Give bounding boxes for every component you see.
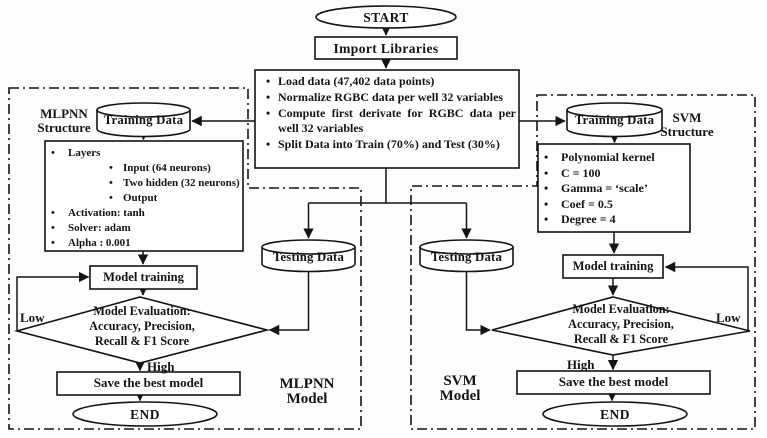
mlpnn-evaluation-label: Model Evaluation: Accuracy, Precision, R…: [89, 304, 195, 348]
svm-end-label: END: [600, 407, 630, 422]
mlpnn-structure-region-label: MLPNN Structure: [37, 106, 91, 135]
list-item: • Layers: [51, 147, 101, 159]
mlpnn-structure-box-shape: [44, 140, 244, 252]
list-item: • Split Data into Train (70%) and Test (…: [266, 137, 500, 152]
mlpnn-testing-data-cylinder: [261, 239, 356, 273]
bullet-icon: •: [544, 165, 549, 180]
list-item: • Normalize RGBC data per well 32 variab…: [266, 89, 504, 104]
bullet-icon: •: [51, 222, 55, 234]
list-item: • Polynomial kernel: [544, 150, 655, 164]
mlpnn-end-node-shape: [72, 401, 218, 427]
svm-structure-region-label: SVM Structure: [660, 110, 714, 139]
svm-structure-list: • Polynomial kernel • C = 100 • Gamma = …: [544, 150, 688, 228]
svm-evaluation-diamond: [491, 296, 751, 356]
bullet-icon: •: [51, 207, 55, 219]
bullet-icon: •: [109, 192, 113, 204]
mlpnn-save-model-label: Save the best model: [93, 375, 204, 390]
svm-training-data-label: Training Data: [574, 113, 655, 127]
svm-model-training-shape: [562, 254, 664, 279]
list-item: • Load data (47,402 data points): [266, 74, 435, 88]
mlpnn-model-training-shape: [89, 265, 198, 290]
list-item: • Activation: tanh: [51, 207, 145, 219]
bullet-icon: •: [544, 212, 549, 227]
list-item: • Degree = 4: [544, 212, 616, 227]
mlpnn-high-label: High: [147, 359, 175, 374]
svm-save-model-shape: [516, 370, 711, 395]
preprocess-node-shape: [254, 69, 520, 169]
mlpnn-evaluation-diamond: [13, 296, 271, 364]
svm-high-label: High: [567, 357, 595, 372]
preprocess-steps-list: • Load data (47,402 data points) • Norma…: [266, 74, 516, 153]
bullet-icon: •: [51, 237, 55, 249]
start-node-shape: [315, 5, 457, 29]
bullet-icon: •: [544, 150, 549, 164]
svm-region-border: [410, 94, 756, 430]
mlpnn-model-training-label: Model training: [103, 270, 184, 284]
list-item: • Alpha : 0.001: [51, 237, 131, 249]
mlpnn-low-label: Low: [20, 310, 45, 325]
mlpnn-save-model-shape: [56, 371, 241, 396]
svm-training-data-cylinder: [566, 102, 663, 138]
svm-structure-box-shape: [537, 143, 691, 233]
bullet-icon: •: [109, 162, 113, 174]
svm-model-training-label: Model training: [572, 259, 654, 273]
svm-low-label: Low: [716, 310, 741, 325]
mlpnn-model-caption: MLPNN Model: [279, 376, 335, 407]
svm-model-caption: SVM Model: [439, 373, 481, 404]
svm-testing-data-cylinder: [419, 239, 514, 273]
mlpnn-structure-list: • Layers • Input (64 neurons) • Two hidd…: [51, 146, 241, 251]
mlpnn-region-border: [8, 87, 362, 430]
svm-save-model-label: Save the best model: [558, 374, 669, 389]
import-libraries-node-shape: [314, 36, 458, 60]
connectors: [16, 25, 749, 402]
list-item: • Two hidden (32 neurons): [109, 177, 240, 189]
bullet-icon: •: [544, 181, 549, 196]
mlpnn-testing-data-label: Testing Data: [272, 250, 345, 264]
svm-end-node-shape: [542, 401, 688, 427]
bullet-icon: •: [109, 177, 113, 189]
list-item: • Coef = 0.5: [544, 196, 613, 211]
list-item: • Output: [109, 192, 158, 204]
bullet-icon: •: [51, 147, 55, 159]
bullet-icon: •: [266, 105, 271, 120]
bullet-icon: •: [266, 74, 271, 88]
list-item: • Input (64 neurons): [109, 162, 211, 174]
svm-evaluation-label: Model Evaluation: Accuracy, Precision, R…: [568, 302, 674, 346]
svm-testing-data-label: Testing Data: [430, 250, 503, 264]
list-item: • C = 100: [544, 165, 601, 180]
mlpnn-end-label: END: [130, 407, 160, 422]
bullet-icon: •: [544, 196, 549, 211]
bullet-icon: •: [266, 89, 271, 104]
mlpnn-training-data-label: Training Data: [103, 113, 184, 127]
start-label: START: [363, 10, 409, 25]
list-item: • Gamma = ‘scale’: [544, 181, 648, 196]
list-item: • Compute first derivate for RGBC data p…: [266, 105, 516, 136]
bullet-icon: •: [266, 137, 271, 152]
mlpnn-training-data-cylinder: [96, 102, 191, 138]
list-item: • Solver: adam: [51, 222, 131, 234]
import-libraries-label: Import Libraries: [333, 41, 439, 56]
